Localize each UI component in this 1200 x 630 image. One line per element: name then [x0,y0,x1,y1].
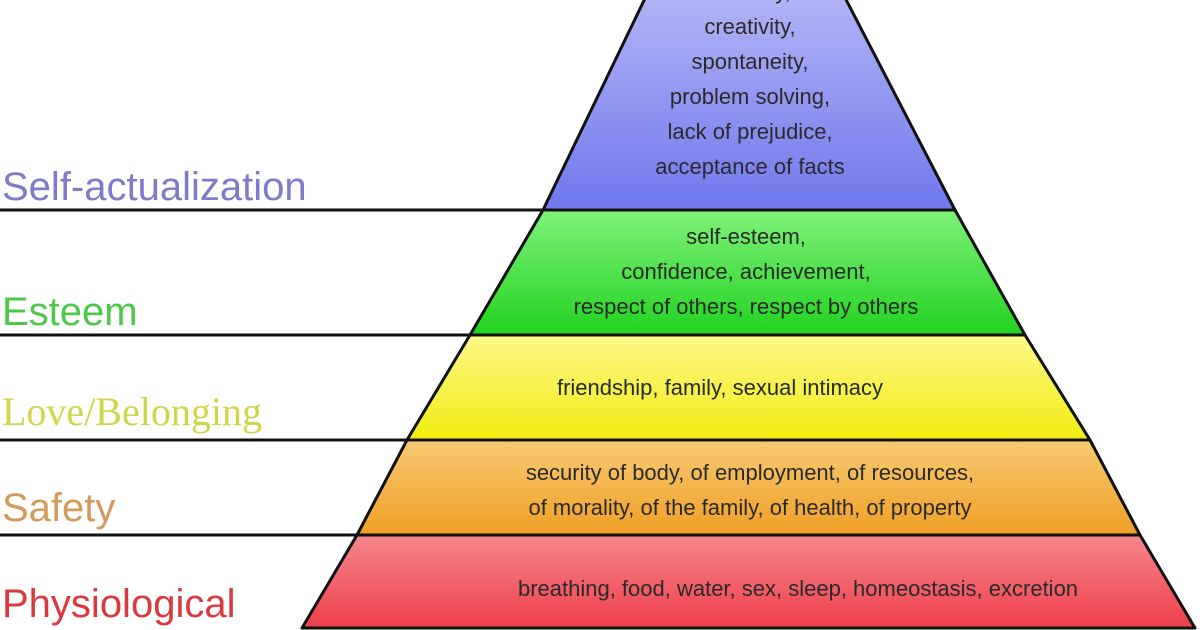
description-safety: security of body, of employment, of reso… [526,455,974,525]
description-line: security of body, of employment, of reso… [525,460,975,485]
description-line: creativity, [704,14,796,39]
description-line: confidence, achievement, [621,259,871,284]
description-line: respect of others, respect by others [573,294,919,319]
label-self-actualization: Self-actualization [2,165,307,209]
description-line: lack of prejudice, [667,119,833,144]
description-line: morality, [655,0,845,9]
description-line: self-esteem, [686,224,806,249]
description-line: of morality, of the family, of health, o… [528,495,972,520]
description-line: spontaneity, [691,49,809,74]
label-physiological: Physiological [2,582,236,626]
tier-physiological [300,533,1197,630]
description-self-actualization: morality, creativity, spontaneity, probl… [655,0,845,184]
description-line: acceptance of facts [655,154,845,179]
description-line: friendship, family, sexual intimacy [556,375,884,400]
label-safety: Safety [2,486,116,530]
description-esteem: self-esteem, confidence, achievement, re… [574,219,919,324]
label-love-belonging: Love/Belonging [2,389,262,434]
description-line: breathing, food, water, sex, sleep, home… [517,576,1079,601]
label-esteem: Esteem [2,290,138,334]
description-line: problem solving, [669,84,831,109]
description-love-belonging: friendship, family, sexual intimacy [557,370,883,405]
description-physiological: breathing, food, water, sex, sleep, home… [518,571,1078,606]
